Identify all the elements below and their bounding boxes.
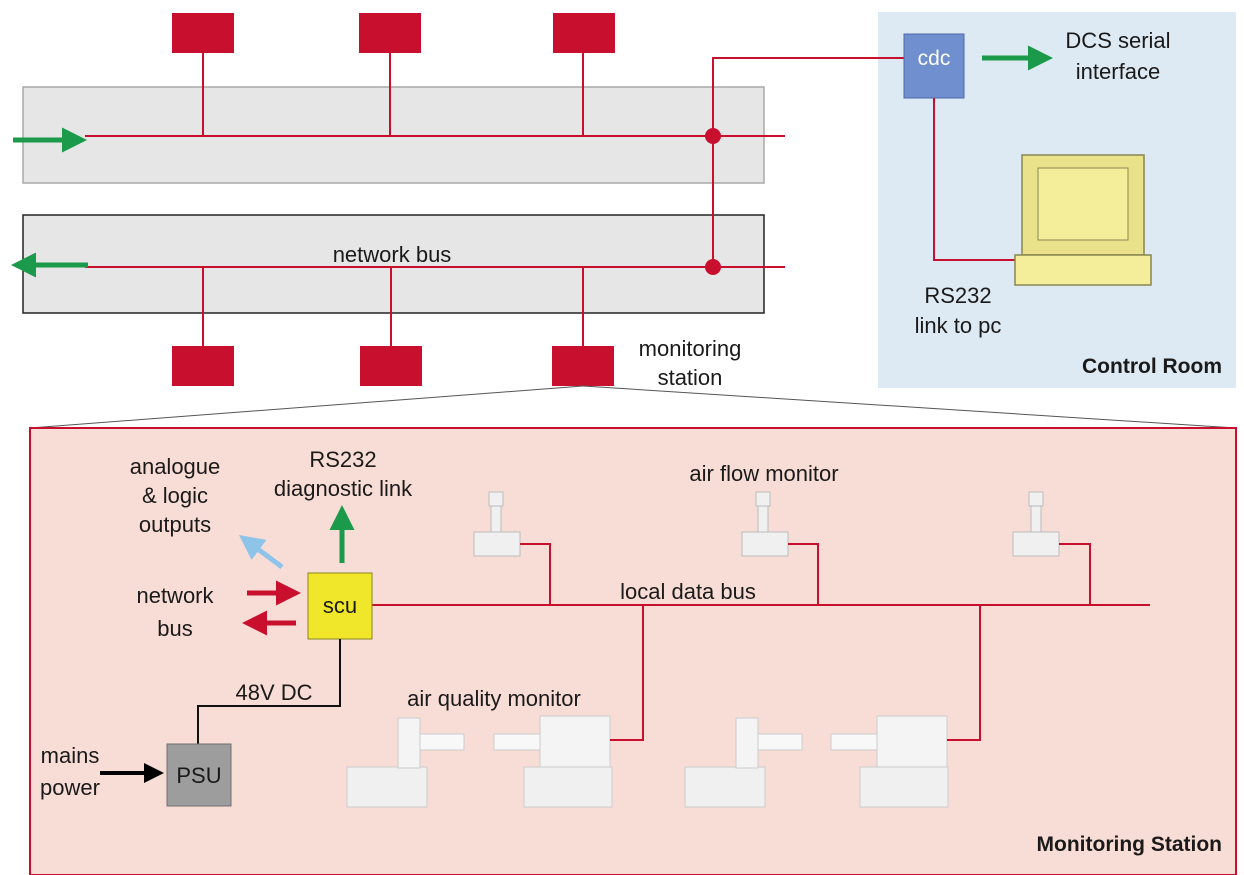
analyser-flange xyxy=(397,717,421,769)
sensor-link-line xyxy=(610,605,644,741)
dc-power-line xyxy=(197,639,341,744)
analyser-base xyxy=(859,766,949,808)
analyser-base xyxy=(684,766,766,808)
monitoring-station-label-line1: monitoring xyxy=(639,336,742,361)
tunnel-lower xyxy=(22,214,765,314)
network-bus-side-label-line1: network xyxy=(136,583,214,608)
psu-label: PSU xyxy=(176,763,221,788)
scu-box[interactable] xyxy=(307,572,373,640)
expand-line-left xyxy=(29,385,584,429)
sensor-head xyxy=(1028,491,1044,507)
sensor-stem xyxy=(490,505,502,533)
local-data-bus-label: local data bus xyxy=(620,579,756,604)
monitoring-station-node[interactable] xyxy=(360,346,422,386)
sensor-base xyxy=(1012,531,1060,557)
analogue-label-line2: & logic xyxy=(142,483,208,508)
sensor-head xyxy=(755,491,771,507)
dcs-label-line2: interface xyxy=(1076,59,1160,84)
rs232-pc-line xyxy=(933,98,1020,261)
analogue-label-line3: outputs xyxy=(139,512,211,537)
cdc-label: cdc xyxy=(918,47,951,70)
pc-base xyxy=(1014,254,1152,286)
mains-label-line1: mains xyxy=(41,743,100,768)
rs232-diagnostic-label-line2: diagnostic link xyxy=(274,476,413,501)
analogue-label-line1: analogue xyxy=(130,454,221,479)
monitoring-station-node-expanded[interactable] xyxy=(552,346,614,386)
air-flow-monitor[interactable] xyxy=(741,491,789,557)
monitoring-station-node[interactable] xyxy=(172,346,234,386)
analyser-flange xyxy=(735,717,759,769)
sensor-link-line xyxy=(788,543,819,605)
sensor-link-line xyxy=(947,605,981,741)
tunnel-lower-background xyxy=(22,214,765,314)
analyser-body xyxy=(876,715,948,771)
control-room-title: Control Room xyxy=(1082,355,1222,378)
analyser-base xyxy=(523,766,613,808)
monitoring-station-node[interactable] xyxy=(553,13,615,53)
monitoring-station-title: Monitoring Station xyxy=(1037,833,1222,856)
psu-box[interactable] xyxy=(166,743,232,807)
air-quality-monitor-pair[interactable] xyxy=(346,715,613,808)
network-bus-side-label-line2: bus xyxy=(157,616,192,641)
sensor-base xyxy=(473,531,521,557)
bus-junction-upper xyxy=(705,128,721,144)
monitoring-station-panel xyxy=(29,427,1237,875)
monitoring-station-node[interactable] xyxy=(359,13,421,53)
cdc-box[interactable] xyxy=(903,33,965,99)
bus-junction-lower xyxy=(705,259,721,275)
air-flow-monitor[interactable] xyxy=(473,491,521,557)
rs232-link-label-line2: link to pc xyxy=(915,313,1002,338)
sensor-stem xyxy=(1030,505,1042,533)
analyser-base xyxy=(346,766,428,808)
mains-label-line2: power xyxy=(40,775,100,800)
analyser-body xyxy=(539,715,611,771)
air-quality-monitor-pair[interactable] xyxy=(684,715,949,808)
rs232-link-label-line1: RS232 xyxy=(924,283,991,308)
analogue-output-arrow xyxy=(238,535,284,570)
pc-monitor-screen xyxy=(1037,167,1129,241)
dc-label: 48V DC xyxy=(235,680,312,705)
dcs-label-line1: DCS serial xyxy=(1065,28,1170,53)
air-quality-monitor-label: air quality monitor xyxy=(407,686,581,711)
rs232-diagnostic-label-line1: RS232 xyxy=(309,447,376,472)
sensor-stem xyxy=(757,505,769,533)
sensor-head xyxy=(488,491,504,507)
sensor-link-line xyxy=(520,543,551,605)
bus-to-cdc-line xyxy=(712,57,904,136)
analyser-probe xyxy=(493,733,541,751)
sensor-link-line xyxy=(1059,543,1091,605)
network-bus-label: network bus xyxy=(333,242,452,267)
analyser-probe xyxy=(757,733,803,751)
analyser-probe xyxy=(830,733,878,751)
analyser-probe xyxy=(419,733,465,751)
pc-icon xyxy=(1014,154,1152,286)
sensor-base xyxy=(741,531,789,557)
monitoring-station-label-line2: station xyxy=(658,365,723,390)
air-flow-monitor[interactable] xyxy=(1012,491,1060,557)
expand-line-right xyxy=(582,385,1237,429)
monitoring-station-node[interactable] xyxy=(172,13,234,53)
air-flow-monitor-label: air flow monitor xyxy=(689,461,838,486)
scu-label: scu xyxy=(323,593,357,618)
